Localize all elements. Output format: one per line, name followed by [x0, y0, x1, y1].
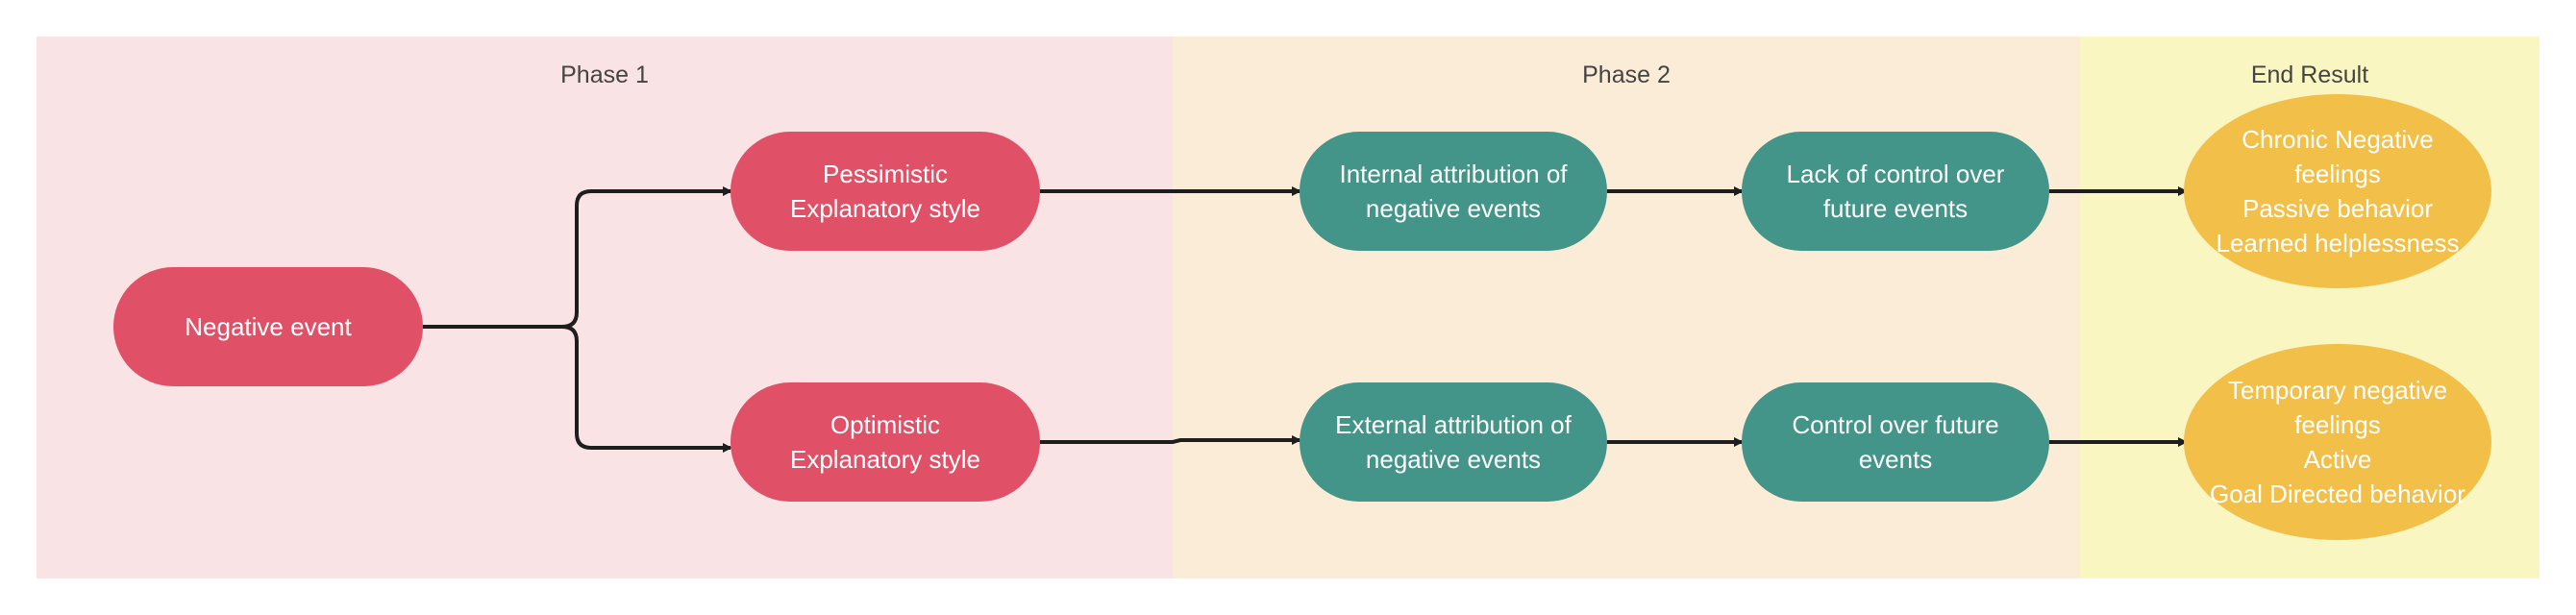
- lack-of-control-node: Lack of control over future events: [1742, 132, 2049, 251]
- chronic-negative-result-node: Chronic Negative feelings Passive behavi…: [2184, 94, 2491, 288]
- internal-attribution-node: Internal attribution of negative events: [1300, 132, 1607, 251]
- negative-event-label: Negative event: [185, 312, 352, 341]
- external-attribution-label: External attribution of negative events: [1335, 410, 1572, 474]
- negative-event-node: Negative event: [113, 267, 423, 386]
- pessimistic-style-node: Pessimistic Explanatory style: [731, 132, 1040, 251]
- phase-2-title: Phase 2: [1582, 62, 1671, 88]
- phase-1-title: Phase 1: [560, 62, 649, 88]
- optimistic-style-node: Optimistic Explanatory style: [731, 382, 1040, 502]
- end-result-title: End Result: [2250, 62, 2369, 88]
- lack-of-control-label: Lack of control over future events: [1786, 160, 2005, 223]
- optimistic-style-label: Optimistic Explanatory style: [790, 410, 980, 474]
- external-attribution-node: External attribution of negative events: [1300, 382, 1607, 502]
- chronic-negative-result-label: Chronic Negative feelings Passive behavi…: [2216, 125, 2460, 258]
- control-over-future-node: Control over future events: [1742, 382, 2049, 502]
- temporary-negative-result-label: Temporary negative feelings Active Goal …: [2210, 376, 2465, 508]
- pessimistic-style-label: Pessimistic Explanatory style: [790, 160, 980, 223]
- control-over-future-label: Control over future events: [1792, 410, 1999, 474]
- internal-attribution-label: Internal attribution of negative events: [1339, 160, 1568, 223]
- temporary-negative-result-node: Temporary negative feelings Active Goal …: [2184, 344, 2491, 540]
